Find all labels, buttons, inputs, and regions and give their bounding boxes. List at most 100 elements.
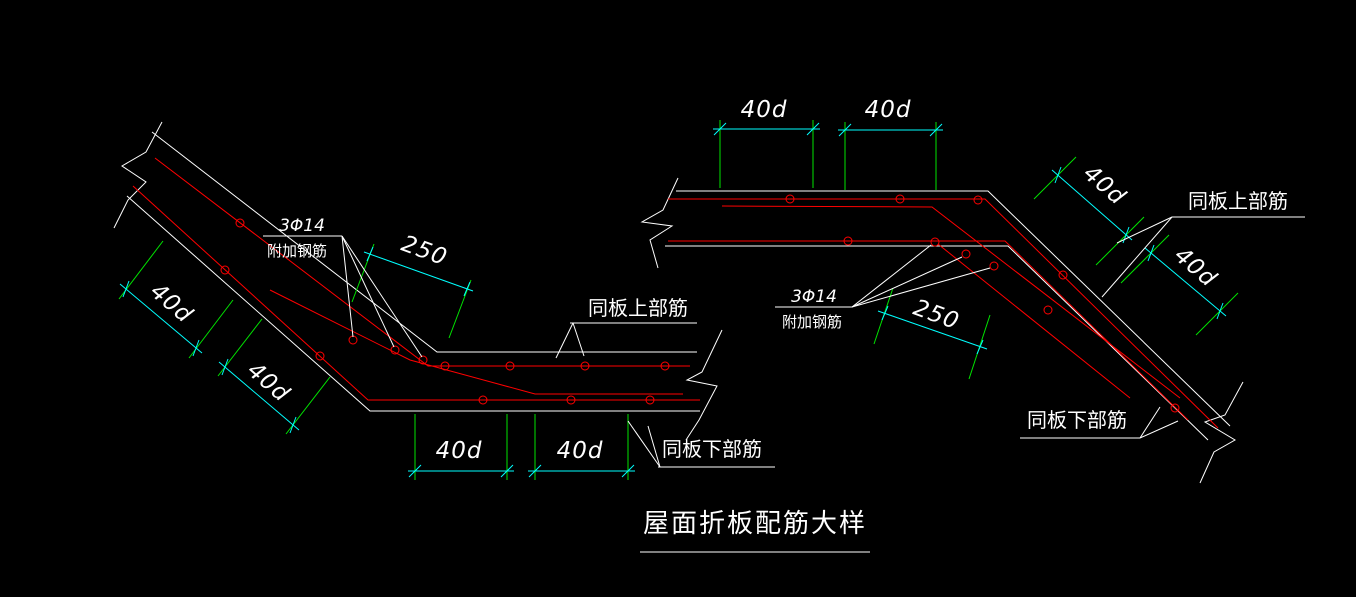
- dim-tick: [289, 416, 297, 434]
- leader-line: [627, 420, 661, 468]
- rebar-dot: [895, 194, 905, 204]
- dim-label-40d: 40d: [145, 278, 197, 328]
- dim-label-40d: 40d: [242, 357, 294, 407]
- rebar-dot: [645, 395, 655, 405]
- dimension-line: [1051, 169, 1133, 241]
- drawing-title: 屋面折板配筋大样: [643, 509, 867, 539]
- bottom-bars-label: 同板下部筋: [1027, 408, 1127, 432]
- dim-label-250: 250: [910, 295, 963, 335]
- dim-label-40d: 40d: [741, 97, 788, 123]
- leader-line: [1139, 406, 1161, 439]
- break-line-left: [640, 177, 679, 269]
- rebar-dot: [220, 265, 230, 275]
- drawing-title-block: 屋面折板配筋大样: [640, 509, 870, 553]
- extension-line: [1033, 156, 1077, 200]
- dim-label-40d: 40d: [557, 438, 604, 464]
- added-bar-name-label: 附加钢筋: [782, 313, 842, 331]
- slab-top-edge: [151, 131, 697, 353]
- dim-tick: [976, 339, 984, 355]
- added-bar-dot: [989, 261, 999, 271]
- leader-line: [572, 322, 585, 357]
- dim-tick: [528, 464, 542, 478]
- leader-line: [851, 244, 932, 308]
- extension-line: [1095, 216, 1145, 266]
- dimension-line: [363, 251, 474, 292]
- leader-line: [341, 235, 423, 358]
- right-fold-slab-detail: 40d 40d 40d 40d 250 3Φ14 附加钢筋 同板上部筋 同板下部…: [640, 97, 1305, 484]
- dim-tick: [1122, 226, 1130, 244]
- dim-tick: [221, 358, 229, 376]
- rebar-dot: [315, 351, 325, 361]
- dim-tick: [621, 464, 635, 478]
- top-rebar-line: [154, 157, 690, 367]
- dim-tick: [929, 123, 943, 137]
- dimension-line: [218, 361, 300, 431]
- left-fold-slab-detail: 3Φ14 附加钢筋 250 40d 40d 40d 40d 同板上部筋 同板下部…: [113, 121, 775, 480]
- dim-label-250: 250: [398, 231, 451, 271]
- leader-line: [1101, 216, 1173, 298]
- slab-bottom-edge: [126, 195, 700, 412]
- added-bar-name-label: 附加钢筋: [267, 242, 327, 260]
- leader-line: [1139, 420, 1179, 439]
- dimension-line: [1144, 247, 1227, 317]
- dim-label-40d: 40d: [1078, 160, 1130, 210]
- added-bar-dot: [930, 237, 940, 247]
- break-line-left: [113, 121, 163, 229]
- rebar-dot: [1058, 270, 1068, 280]
- added-bar-size-label: 3Φ14: [279, 216, 325, 236]
- added-bar-size-label: 3Φ14: [791, 287, 837, 307]
- dim-tick: [366, 246, 374, 262]
- added-bar-dot: [348, 335, 358, 345]
- added-bar-dot: [961, 249, 971, 259]
- dim-label-40d: 40d: [865, 97, 912, 123]
- rebar-dot: [785, 194, 795, 204]
- rebar-dot: [1170, 403, 1180, 413]
- leader-line: [341, 235, 354, 338]
- top-bars-label: 同板上部筋: [1188, 189, 1288, 213]
- dimension-line: [877, 310, 988, 350]
- leader-line: [851, 256, 963, 308]
- leader-line: [555, 322, 574, 359]
- rebar-dot: [660, 361, 670, 371]
- break-line-right: [685, 329, 723, 441]
- rebar-dot: [973, 195, 983, 205]
- slab-top-edge: [676, 190, 1231, 427]
- extension-line: [448, 279, 472, 339]
- top-rebar-line: [668, 198, 1219, 429]
- dim-label-40d: 40d: [1169, 242, 1221, 292]
- rebar-dot: [843, 236, 853, 246]
- dim-tick: [881, 305, 889, 321]
- leader-line: [341, 235, 395, 348]
- dim-label-40d: 40d: [436, 438, 483, 464]
- break-line-right: [1199, 381, 1244, 484]
- dim-tick: [500, 464, 514, 478]
- dimension-line: [119, 283, 203, 354]
- rebar-dot: [440, 361, 450, 371]
- rebar-dot: [1043, 305, 1053, 315]
- bottom-bars-label: 同板下部筋: [662, 437, 762, 461]
- dim-tick: [463, 281, 471, 297]
- rebar-dot: [235, 218, 245, 228]
- added-bar-dot: [390, 345, 400, 355]
- leader-line: [851, 267, 991, 308]
- dim-tick: [122, 280, 130, 298]
- dim-tick: [1054, 166, 1062, 184]
- dim-tick: [713, 122, 727, 136]
- slab-bottom-edge: [665, 245, 1209, 441]
- added-bar-dot: [418, 355, 428, 365]
- dim-tick: [806, 122, 820, 136]
- leader-line: [1116, 216, 1173, 244]
- leader-line: [647, 425, 661, 468]
- dim-tick: [1147, 244, 1155, 262]
- rebar-dot: [478, 395, 488, 405]
- added-rebar-line: [721, 205, 1181, 399]
- dim-tick: [408, 464, 422, 478]
- dim-tick: [192, 339, 200, 357]
- top-bars-label: 同板上部筋: [588, 296, 688, 320]
- extension-line: [1120, 234, 1170, 284]
- bottom-rebar-line: [132, 185, 700, 401]
- added-rebar-line: [937, 243, 1131, 399]
- rebar-dot: [566, 395, 576, 405]
